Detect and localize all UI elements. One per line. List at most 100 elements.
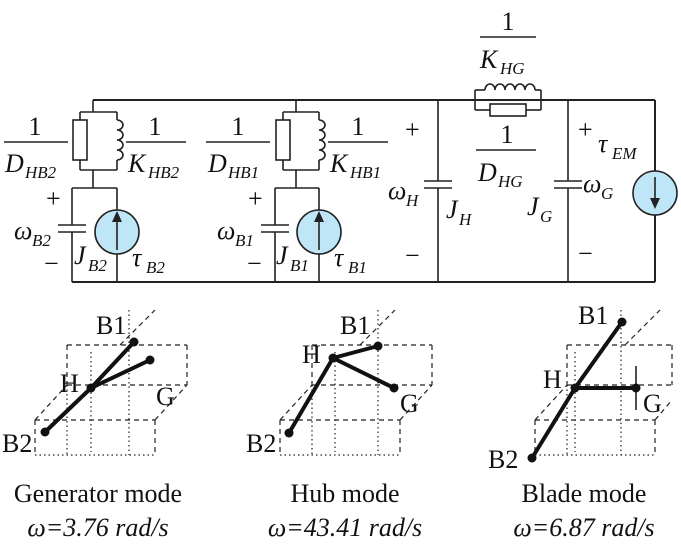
d-hg-subscript: HG bbox=[497, 172, 523, 191]
wireframe-box bbox=[279, 309, 433, 456]
k-hg-numerator: 1 bbox=[502, 7, 515, 36]
label-g: G bbox=[400, 389, 419, 418]
arrow-up-icon bbox=[314, 211, 324, 222]
mode-line-b2-h bbox=[43, 386, 93, 434]
omega-g: ω bbox=[583, 169, 601, 198]
j-b1-subscript: B1 bbox=[290, 256, 309, 275]
branch-b2 bbox=[58, 100, 140, 282]
mode-frequency: ω=3.76 rad/s bbox=[27, 513, 168, 542]
omega-b2: ω bbox=[14, 216, 32, 245]
j-g-subscript: G bbox=[540, 207, 552, 226]
minus-h: − bbox=[405, 241, 420, 270]
label-g: G bbox=[643, 389, 662, 418]
omega-b1-subscript: B1 bbox=[235, 231, 254, 250]
d-hb2-numerator: 1 bbox=[29, 112, 42, 141]
mode-line-h-g bbox=[331, 356, 396, 390]
capacitor-jg bbox=[554, 100, 582, 282]
node-b2 bbox=[40, 427, 50, 437]
mode-line-h-g bbox=[89, 358, 152, 390]
plus-h: + bbox=[405, 115, 420, 144]
k-hg-subscript: HG bbox=[499, 59, 525, 78]
arrow-down-icon bbox=[650, 198, 660, 209]
omega-h: ω bbox=[388, 176, 406, 205]
mode-blade: B1 H G B2 Blade mode ω=6.87 rad/s bbox=[488, 301, 673, 542]
tau-em: τ bbox=[598, 129, 609, 158]
omega-b2-subscript: B2 bbox=[32, 231, 51, 250]
tau-b1: τ bbox=[334, 243, 345, 272]
d-hb2-subscript: HB2 bbox=[24, 163, 57, 182]
label-b2: B2 bbox=[246, 429, 276, 458]
wireframe-box bbox=[534, 309, 673, 456]
mode-title: Hub mode bbox=[290, 479, 399, 508]
node-h bbox=[328, 353, 338, 363]
node-g bbox=[631, 383, 641, 393]
d-hb1-subscript: HB1 bbox=[227, 163, 259, 182]
element-hg bbox=[474, 83, 542, 117]
k-hb1-denominator: K bbox=[329, 149, 349, 178]
mode-generator: B1 H G B2 Generator mode ω=3.76 rad/s bbox=[2, 309, 188, 542]
j-h-subscript: H bbox=[458, 210, 473, 229]
node-g bbox=[145, 355, 155, 365]
label-h: H bbox=[60, 369, 79, 398]
omega-h-subscript: H bbox=[405, 191, 420, 210]
mode-hub: B1 H G B2 Hub mode ω=43.41 rad/s bbox=[246, 309, 433, 542]
circuit: 1 K HG 1 D HG 1 D HB2 1 K HB2 1 D HB1 bbox=[4, 7, 678, 283]
node-b1 bbox=[129, 337, 139, 347]
tau-em-subscript: EM bbox=[611, 144, 637, 163]
wireframe-box bbox=[34, 309, 188, 456]
k-hg-denominator: K bbox=[479, 45, 499, 74]
label-b2: B2 bbox=[488, 445, 518, 474]
damper-hg bbox=[489, 103, 527, 117]
mode-line-b2-h bbox=[287, 356, 335, 435]
k-hb2-denominator: K bbox=[127, 149, 147, 178]
label-b1: B1 bbox=[578, 301, 608, 330]
plus-b1: + bbox=[248, 184, 263, 213]
d-hb1-denominator: D bbox=[207, 149, 227, 178]
mode-line-h-b1 bbox=[89, 340, 136, 390]
j-h: J bbox=[446, 195, 459, 224]
k-hb2-subscript: HB2 bbox=[147, 163, 180, 182]
label-g: G bbox=[156, 382, 175, 411]
j-b1: J bbox=[276, 241, 289, 270]
damper-hb1 bbox=[275, 119, 291, 161]
j-b2: J bbox=[74, 241, 87, 270]
torque-source-em bbox=[632, 170, 678, 216]
label-b2: B2 bbox=[2, 429, 32, 458]
label-b1: B1 bbox=[340, 311, 370, 340]
label-h: H bbox=[543, 365, 562, 394]
d-hg-denominator: D bbox=[477, 158, 497, 187]
label-b1: B1 bbox=[96, 311, 126, 340]
mode-frequency: ω=43.41 rad/s bbox=[268, 513, 422, 542]
spring-hb1 bbox=[318, 119, 326, 161]
d-hb2-denominator: D bbox=[4, 149, 24, 178]
node-g bbox=[389, 383, 399, 393]
node-b1 bbox=[373, 341, 383, 351]
k-hb2-numerator: 1 bbox=[149, 112, 162, 141]
minus-b2: − bbox=[44, 249, 59, 278]
arrow-up-icon bbox=[112, 211, 122, 222]
node-b2 bbox=[284, 428, 294, 438]
spring-hb2 bbox=[116, 119, 124, 161]
mode-line-h-b1 bbox=[331, 344, 380, 360]
k-hb1-numerator: 1 bbox=[352, 112, 365, 141]
tau-b2: τ bbox=[132, 243, 143, 272]
node-b1 bbox=[617, 317, 627, 327]
plus-g: + bbox=[578, 115, 593, 144]
minus-g: − bbox=[578, 239, 593, 268]
tau-b1-subscript: B1 bbox=[348, 258, 367, 277]
damper-hb2 bbox=[72, 119, 88, 161]
spring-hg bbox=[484, 83, 536, 91]
mode-title: Blade mode bbox=[522, 479, 647, 508]
omega-g-subscript: G bbox=[601, 184, 613, 203]
j-b2-subscript: B2 bbox=[88, 256, 107, 275]
k-hb1-subscript: HB1 bbox=[349, 163, 381, 182]
node-h bbox=[570, 383, 580, 393]
mode-line-b2-h bbox=[530, 386, 577, 460]
tau-b2-subscript: B2 bbox=[146, 258, 165, 277]
capacitor-jh bbox=[424, 100, 452, 282]
plus-b2: + bbox=[46, 184, 61, 213]
d-hg-numerator: 1 bbox=[501, 120, 514, 149]
branch-b1 bbox=[261, 100, 342, 282]
mode-frequency: ω=6.87 rad/s bbox=[513, 513, 654, 542]
